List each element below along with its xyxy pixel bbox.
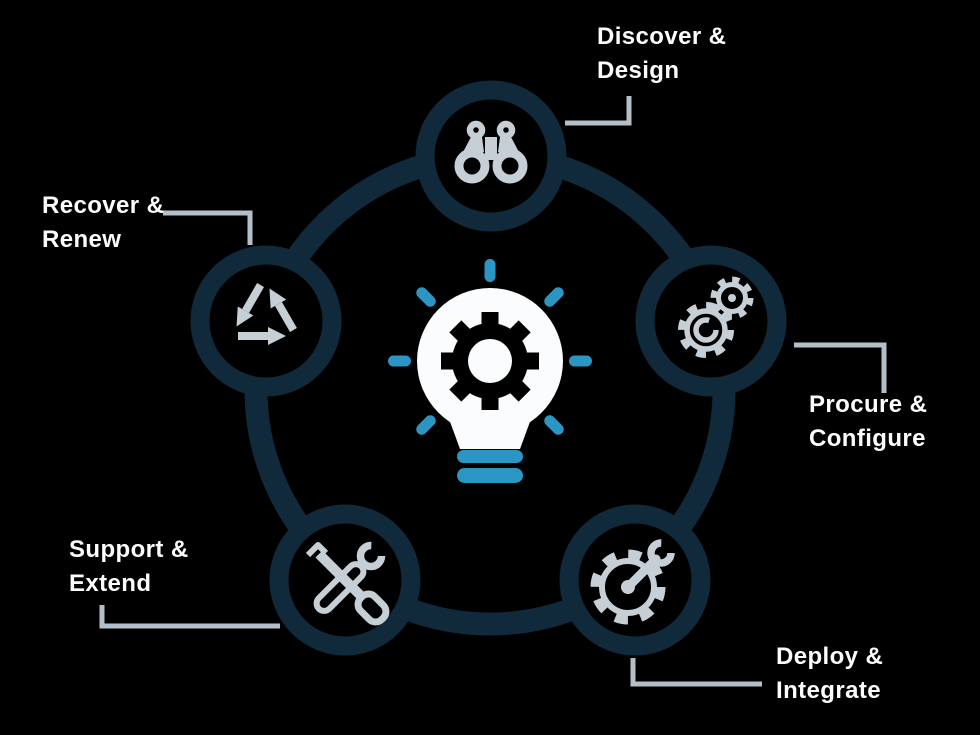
bulb-base-bar <box>457 468 523 483</box>
label-line: Design <box>597 57 680 84</box>
light-rays <box>388 259 592 435</box>
connector-support-extend <box>99 605 280 629</box>
connector-deploy-integrate <box>630 658 762 687</box>
label-line: Renew <box>42 226 122 253</box>
label-discover-design: Discover & Design <box>597 20 726 88</box>
gears-icon <box>678 276 754 358</box>
label-line: Discover & <box>597 23 727 50</box>
node-support-extend <box>269 504 421 656</box>
label-deploy-integrate: Deploy & Integrate <box>776 640 883 708</box>
lightbulb-gear-icon <box>388 259 592 483</box>
gear-cutout <box>441 312 539 410</box>
label-support-extend: Support & Extend <box>69 533 189 601</box>
recycle-icon <box>236 282 297 345</box>
gear-wrench-icon <box>590 539 675 625</box>
node-discover-design <box>415 80 567 232</box>
label-line: Extend <box>69 570 152 597</box>
node-circle <box>190 245 342 397</box>
node-procure-configure <box>635 245 787 397</box>
node-deploy-integrate <box>559 504 711 656</box>
connector-procure-configure <box>794 342 887 393</box>
binoculars-icon <box>454 120 528 184</box>
bulb-base-bar <box>457 450 523 463</box>
connector-recover-renew <box>163 210 253 245</box>
label-line: Recover & <box>42 192 165 219</box>
label-line: Procure & <box>809 391 928 418</box>
label-procure-configure: Procure & Configure <box>809 388 927 456</box>
label-recover-renew: Recover & Renew <box>42 189 164 257</box>
label-line: Support & <box>69 536 189 563</box>
label-line: Deploy & <box>776 643 884 670</box>
label-line: Integrate <box>776 677 881 704</box>
connector-discover-design <box>565 96 632 126</box>
bulb-neck <box>449 419 531 449</box>
screwdriver-wrench-icon <box>305 541 390 626</box>
node-circle <box>635 245 787 397</box>
label-line: Configure <box>809 425 926 452</box>
node-recover-renew <box>190 245 342 397</box>
